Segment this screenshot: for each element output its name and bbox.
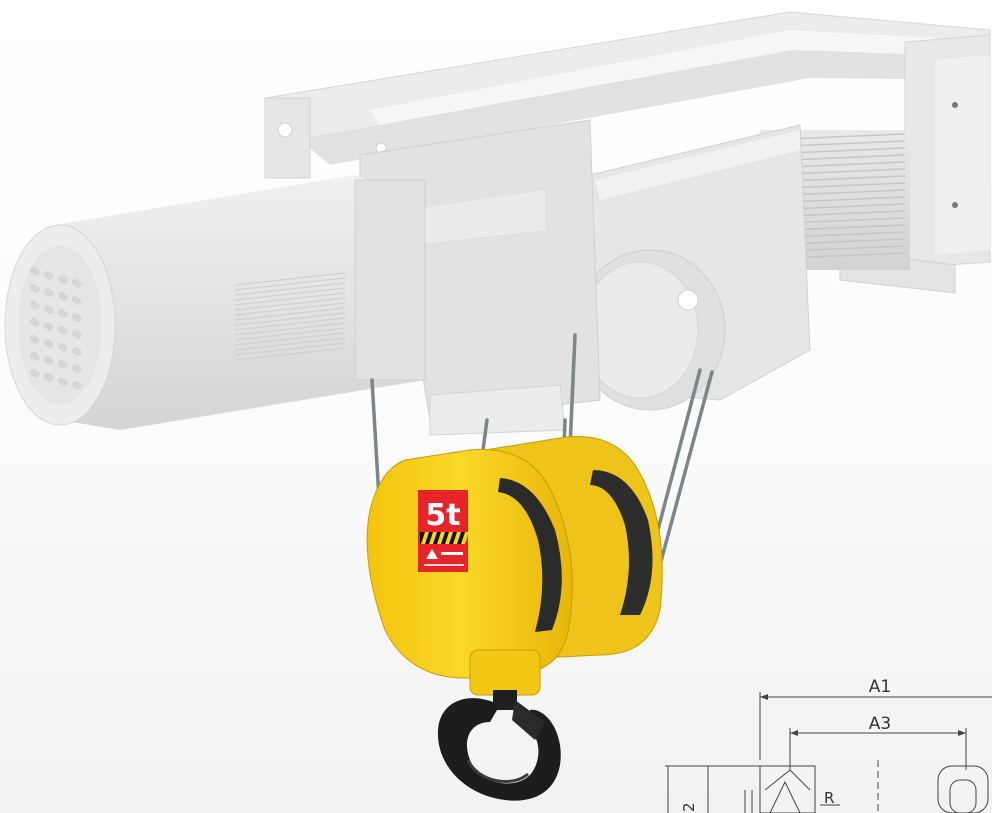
motor-cooling-fins: [234, 272, 346, 361]
technical-drawing: [665, 692, 992, 813]
capacity-label-text: 5t: [425, 498, 460, 533]
capacity-label: 5t: [418, 490, 469, 572]
warning-triangle-icon: [426, 549, 438, 559]
fan-vent-grille: [29, 266, 82, 390]
dimension-a3-label: A3: [869, 714, 891, 734]
crane-hook: [437, 698, 561, 801]
hook-block: [366, 436, 663, 710]
motor: [4, 175, 426, 430]
pulley-housing: [574, 124, 811, 411]
frame-bolt-hole: [277, 122, 293, 138]
dimension-side-label: 2: [680, 802, 698, 812]
housing-bolt-hole: [677, 289, 699, 311]
dimension-a1-label: A1: [869, 677, 891, 697]
dimension-r-label: R: [824, 789, 834, 807]
hazard-stripes: [420, 532, 469, 544]
